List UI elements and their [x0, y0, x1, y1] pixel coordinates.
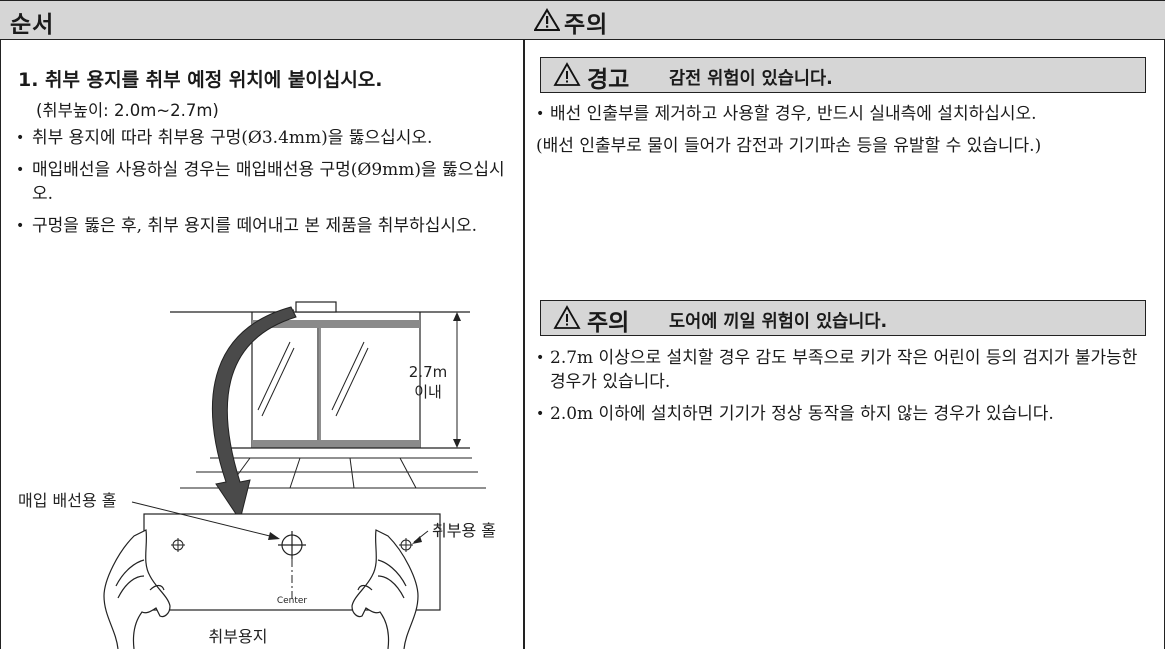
warning-text: 배선 인출부를 제거하고 사용할 경우, 반드시 실내측에 설치하십시오. (배…: [536, 102, 1148, 158]
height-value: 2.7m: [409, 363, 447, 381]
list-item: 배선 인출부를 제거하고 사용할 경우, 반드시 실내측에 설치하십시오.: [536, 102, 1148, 126]
column-divider: [523, 0, 525, 649]
caution-title: 주의: [564, 12, 609, 38]
mount-hole-left: [171, 538, 185, 552]
mount-hole-right: [399, 538, 413, 552]
caution-text: 2.7m 이상으로 설치할 경우 감도 부족으로 키가 작은 어린이 등의 검지…: [536, 346, 1148, 434]
warning-triangle-icon: [553, 305, 581, 329]
list-item: 매입배선을 사용하실 경우는 매입배선용 구멍(Ø9mm)을 뚫으십시오.: [14, 158, 514, 206]
right-hand-illustration: [351, 529, 419, 649]
list-item: 구멍을 뚫은 후, 취부 용지를 떼어내고 본 제품을 취부하십시오.: [14, 214, 514, 238]
caution-message: 도어에 끼일 위험이 있습니다.: [669, 312, 888, 332]
warning-triangle-icon: [553, 62, 581, 86]
height-suffix: 이내: [414, 383, 442, 401]
section-header-procedure: 순서: [0, 0, 524, 40]
paper-label: 취부용지: [209, 627, 268, 646]
warning-note: (배선 인출부로 물이 들어가 감전과 기기파손 등을 유발할 수 있습니다.): [536, 136, 1042, 156]
sensor-unit: [295, 301, 337, 313]
mount-height-note: (취부높이: 2.0m~2.7m): [36, 101, 219, 120]
mount-hole-label: 취부용 홀: [432, 521, 496, 540]
list-item: 취부 용지에 따라 취부용 구멍(Ø3.4mm)을 뚫으십시오.: [14, 126, 514, 150]
warning-triangle-icon: [534, 8, 560, 31]
step-1-bullets: 취부 용지에 따라 취부용 구멍(Ø3.4mm)을 뚫으십시오. 매입배선을 사…: [14, 126, 514, 246]
center-label: Center: [277, 596, 308, 606]
step-1-title: 1. 취부 용지를 취부 예정 위치에 붙이십시오.: [18, 69, 383, 91]
wiring-hole: [278, 531, 306, 559]
caution-banner: 주의 도어에 끼일 위험이 있습니다.: [540, 300, 1146, 336]
installation-diagram: 2.7m 이내 Center 매입 배선용 홀 취부용 홀 취부용지: [18, 301, 496, 649]
section-header-caution: 주의: [524, 0, 1165, 40]
door-top-rail: [252, 320, 420, 328]
caution-keyword: 주의: [587, 310, 630, 336]
warning-banner: 경고 감전 위험이 있습니다.: [540, 57, 1146, 93]
left-hand-illustration: [103, 529, 171, 649]
warning-keyword: 경고: [587, 67, 630, 93]
wiring-hole-label: 매입 배선용 홀: [18, 491, 117, 510]
door-bottom-rail: [252, 440, 420, 448]
procedure-title: 순서: [10, 12, 55, 38]
list-item: 2.0m 이하에 설치하면 기기가 정상 동작을 하지 않는 경우가 있습니다.: [536, 402, 1148, 426]
warning-message: 감전 위험이 있습니다.: [669, 69, 833, 89]
list-item: 2.7m 이상으로 설치할 경우 감도 부족으로 키가 작은 어린이 등의 검지…: [536, 346, 1148, 394]
